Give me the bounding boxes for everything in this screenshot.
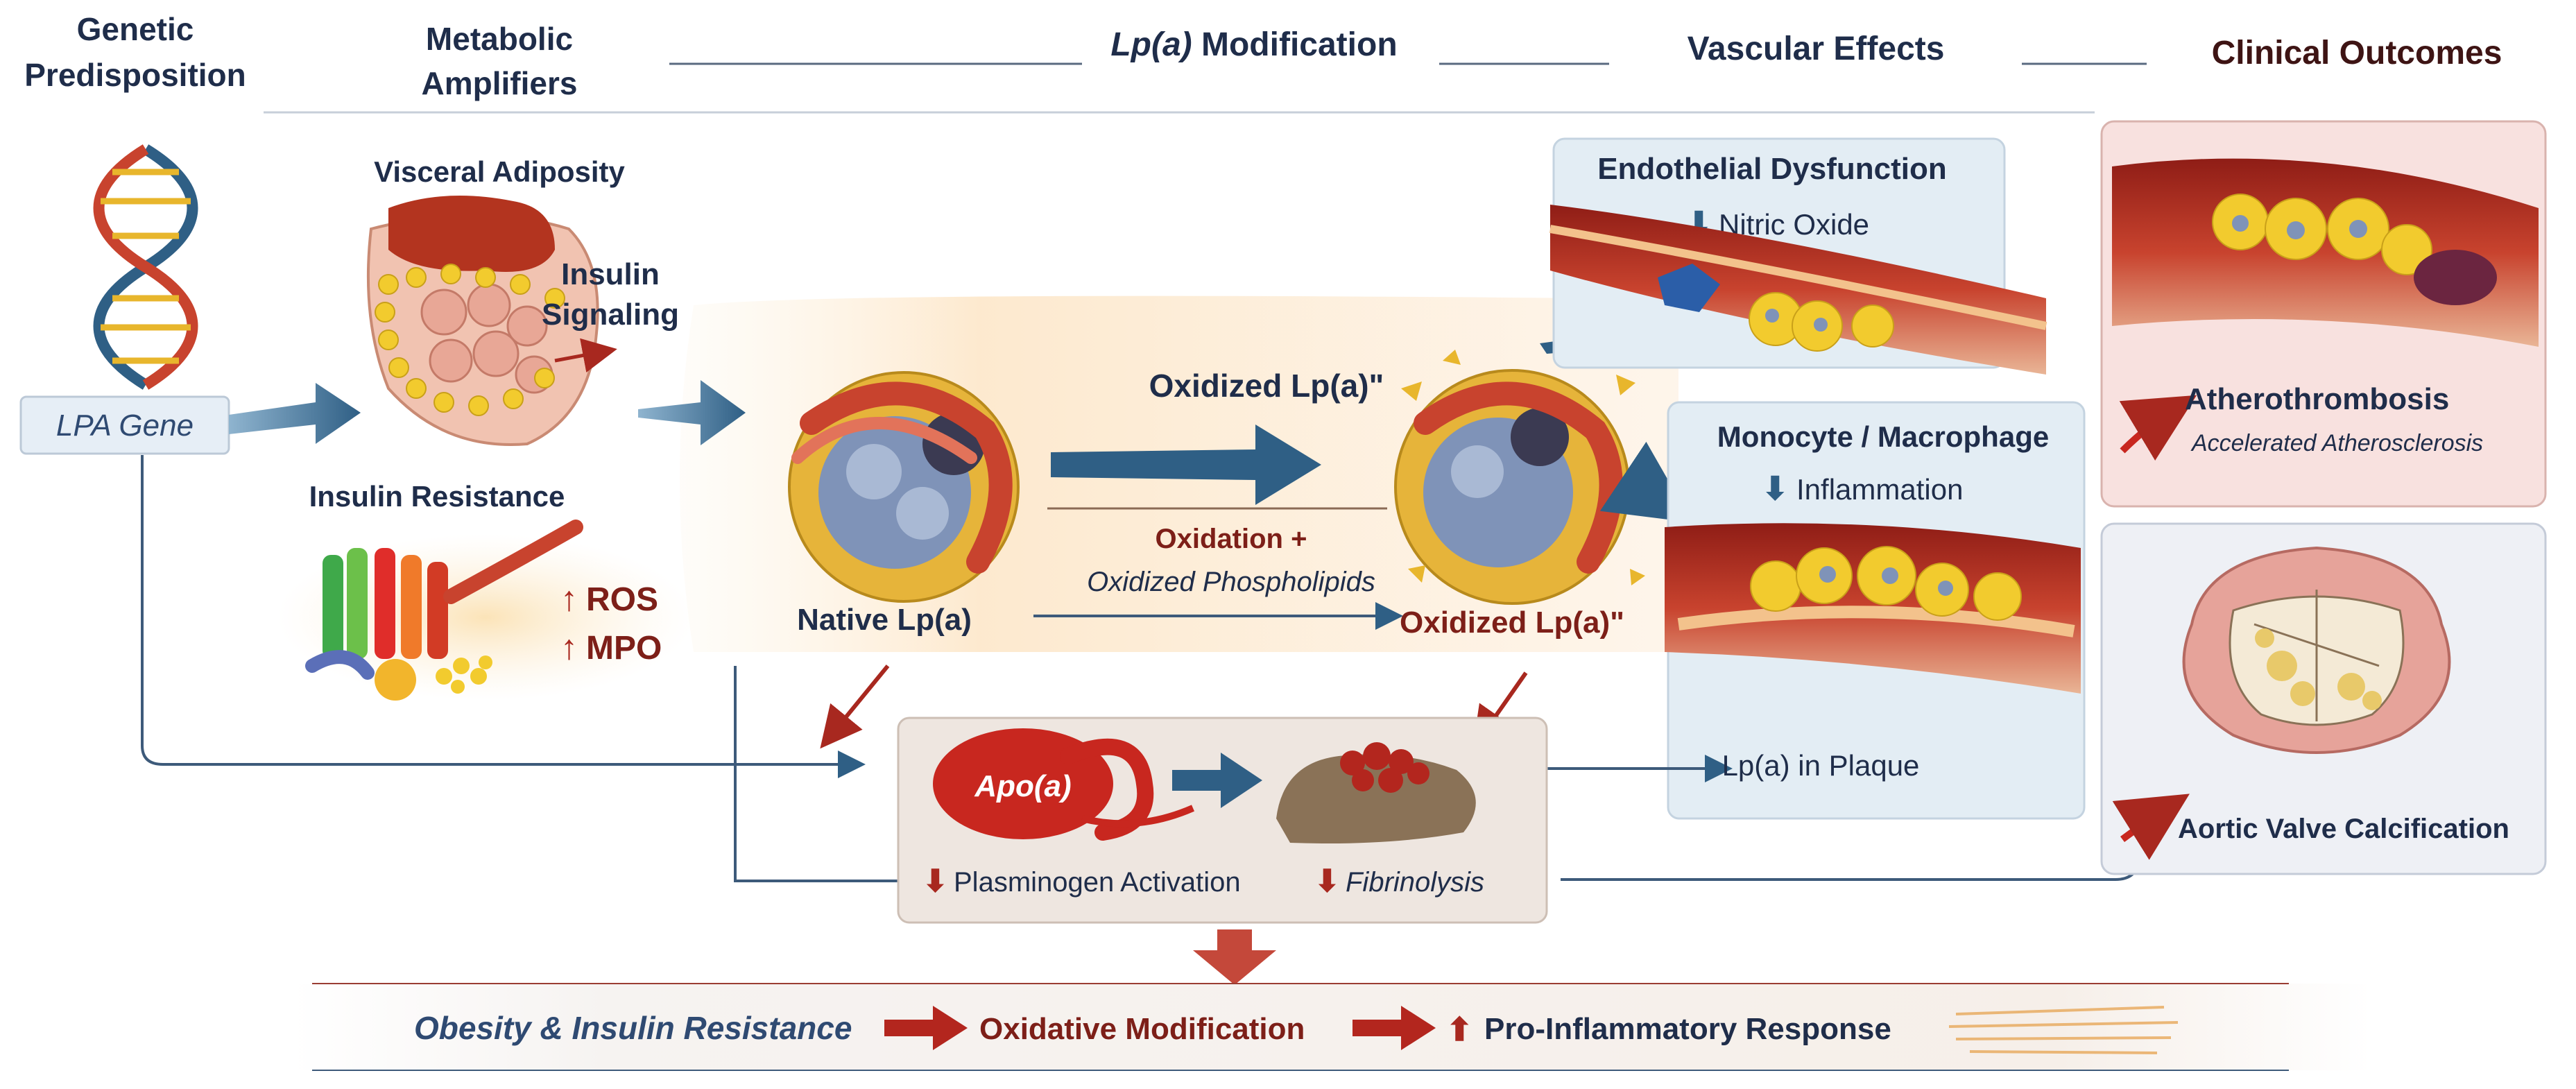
summary-oxidative: Oxidative Modification [979, 1012, 1305, 1046]
connector-gene-to-apo [141, 455, 866, 778]
arrow-native-to-apo [820, 664, 890, 749]
fibrinolysis-down-arrow: ⬇ [1314, 864, 1340, 898]
header-lpa-modification: Lp(a) Modification [1110, 26, 1397, 63]
oxidized-phospholipids-label: Oxidized Phospholipids [1087, 567, 1375, 597]
insulin-signaling-arrow [554, 338, 617, 372]
arrow-gene-to-metabolic [229, 383, 361, 444]
mpo-label: MPO [586, 630, 662, 667]
dna-helix-icon [93, 144, 198, 390]
summary-obesity: Obesity & Insulin Resistance [414, 1010, 852, 1046]
header-metabolic-line1: Metabolic [426, 21, 573, 57]
endothelial-label: Endothelial Dysfunction [1597, 152, 1947, 186]
summary-arrow-2 [1353, 1006, 1436, 1050]
header-clinical: Clinical Outcomes [2212, 35, 2502, 71]
apo-a-icon [933, 728, 1195, 841]
apo-a-label: Apo(a) [974, 769, 1071, 803]
fibrin-clot-icon [1276, 742, 1476, 843]
inflammation-down-arrow: ⬇ [1762, 470, 1789, 506]
plaque-vessel-icon [1665, 523, 2081, 694]
summary-bar [291, 984, 2372, 1070]
plasminogen-label: Plasminogen Activation [954, 867, 1241, 898]
ros-label: ROS [586, 581, 658, 618]
atherothrombosis-label: Atherothrombosis [2185, 382, 2449, 416]
summary-pro-inflammatory: Pro-Inflammatory Response [1484, 1012, 1891, 1046]
header-genetic-line1: Genetic [77, 11, 194, 47]
insulin-signaling-line2: Signaling [542, 298, 679, 332]
header-genetic-line2: Predisposition [24, 57, 246, 93]
header-vascular: Vascular Effects [1688, 31, 1945, 67]
inflammation-label: Inflammation [1796, 473, 1963, 506]
summary-arrow-1 [884, 1006, 968, 1050]
monocyte-label: Monocyte / Macrophage [1717, 420, 2049, 453]
oxidation-label: Oxidation + [1156, 524, 1307, 554]
insulin-resistance-label: Insulin Resistance [309, 480, 565, 513]
arrow-apo-to-bottom [1193, 929, 1276, 985]
plasminogen-down-arrow: ⬇ [922, 864, 948, 898]
accelerated-label: Accelerated Atherosclerosis [2190, 430, 2483, 456]
mpo-up-arrow: ↑ [560, 628, 578, 667]
ros-up-arrow: ↑ [560, 579, 578, 618]
aortic-up-arrow [2112, 794, 2190, 860]
column-headers: Genetic Predisposition Metabolic Amplifi… [24, 11, 2502, 114]
athero-up-arrow [2119, 395, 2197, 461]
arrow-native-to-oxidized [1051, 425, 1321, 505]
oxidized-lpa-top-label: Oxidized Lp(a)" [1149, 368, 1384, 404]
header-lpa-suffix: Modification [1201, 26, 1398, 63]
insulin-receptor-icon [305, 520, 583, 701]
header-lpa-prefix: Lp(a) [1110, 26, 1192, 63]
native-lpa-label: Native Lp(a) [797, 603, 972, 637]
oxidized-lpa-particle [1394, 350, 1645, 605]
aortic-valve-label: Aortic Valve Calcification [2178, 814, 2509, 844]
endothelial-vessel-icon [1549, 205, 2047, 375]
arrow-apo-to-clot [1172, 753, 1262, 808]
native-lpa-particle [788, 371, 1020, 603]
insulin-signaling-line1: Insulin [561, 257, 660, 291]
summary-streaks [1948, 1006, 2179, 1054]
summary-up-arrow: ⬆ [1446, 1011, 1473, 1047]
lpa-gene-label: LPA Gene [56, 409, 194, 443]
aortic-valve-icon [2182, 546, 2451, 754]
artery-clot-icon [2112, 158, 2539, 348]
visceral-adiposity-label: Visceral Adiposity [374, 155, 625, 188]
lpa-in-plaque-label: Lp(a) in Plaque [1722, 749, 1920, 782]
fibrinolysis-label: Fibrinolysis [1346, 867, 1484, 898]
oxidized-lpa-bottom-label: Oxidized Lp(a)" [1400, 606, 1624, 640]
header-metabolic-line2: Amplifiers [422, 65, 578, 101]
arrow-metabolic-to-lpa [638, 380, 746, 445]
connector-left-loop [734, 666, 898, 882]
visceral-organ-icon [366, 196, 599, 446]
connector-right-loop [1561, 859, 2141, 881]
